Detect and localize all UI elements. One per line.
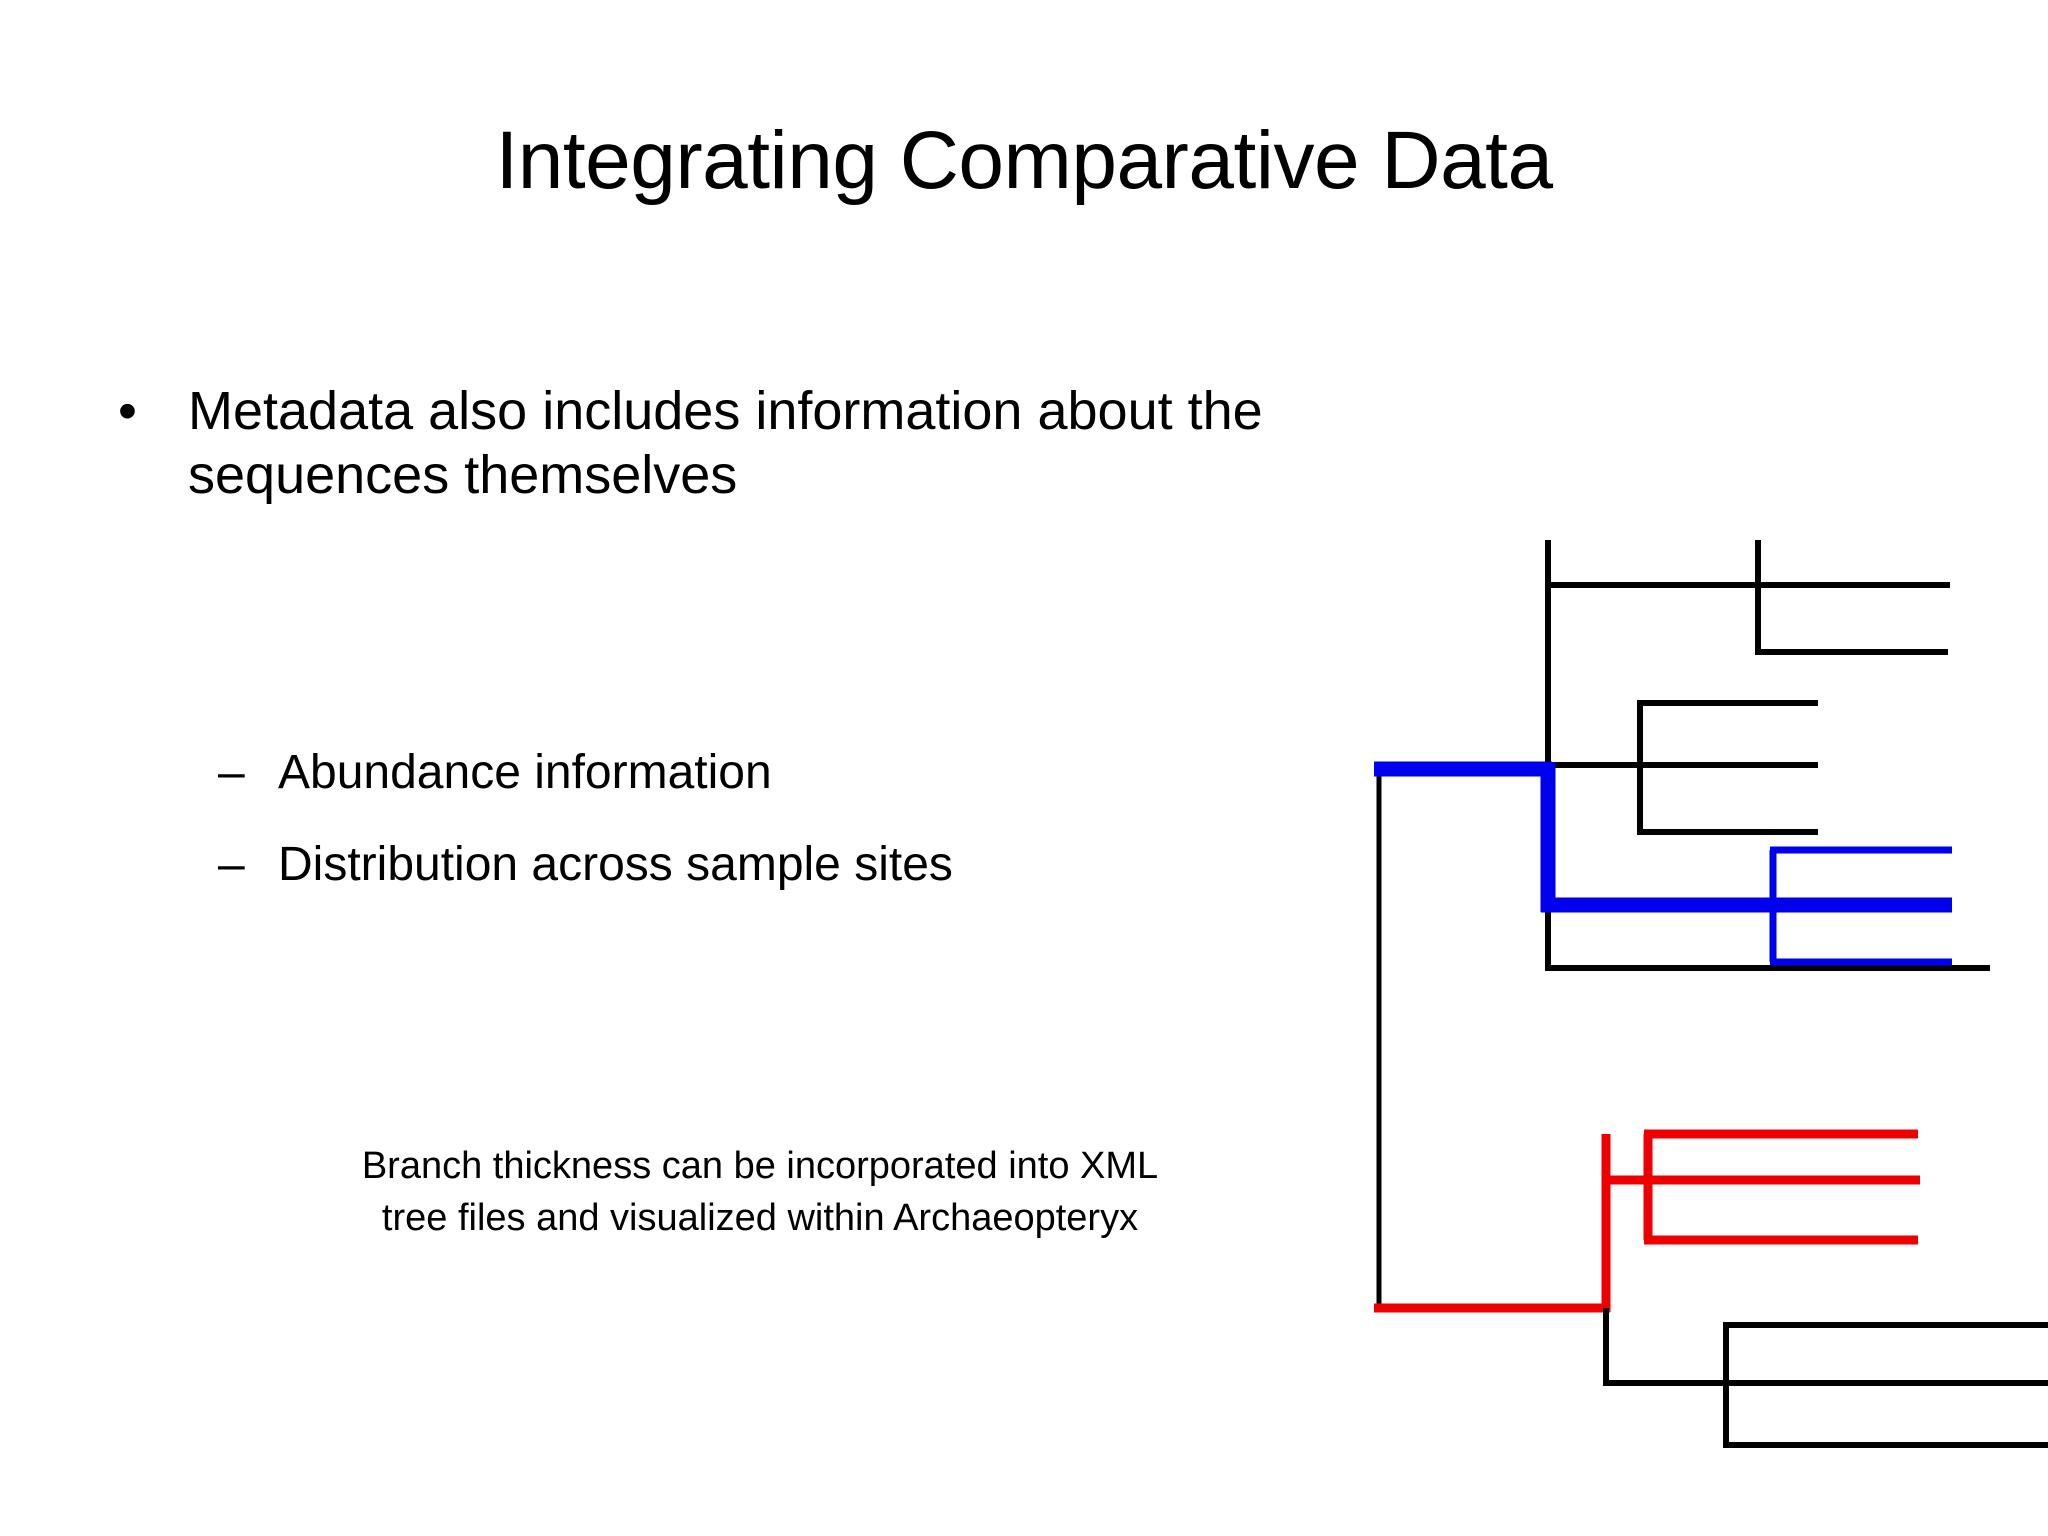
list-item: – Abundance information xyxy=(218,745,1418,801)
phylogenetic-tree-figure xyxy=(1340,540,2048,1536)
list-item: – Distribution across sample sites xyxy=(218,837,1418,893)
figure-caption: Branch thickness can be incorporated int… xyxy=(180,1140,1340,1245)
bullet-list: • Metadata also includes information abo… xyxy=(118,380,1518,507)
bullet-dot-icon: • xyxy=(118,381,137,441)
sub-bullet-text: Distribution across sample sites xyxy=(278,837,953,891)
dash-bullet-icon: – xyxy=(218,746,245,799)
tree-diagram-icon xyxy=(1374,540,2048,1448)
dash-bullet-icon: – xyxy=(218,837,245,891)
sub-bullet-list: – Abundance information – Distribution a… xyxy=(218,745,1418,928)
sub-bullet-text: Abundance information xyxy=(278,746,772,799)
bullet-text: Metadata also includes information about… xyxy=(188,381,1263,505)
caption-line-2: tree files and visualized within Archaeo… xyxy=(381,1197,1139,1240)
page-title: Integrating Comparative Data xyxy=(495,115,1553,206)
list-item: • Metadata also includes information abo… xyxy=(118,380,1518,507)
caption-line-1: Branch thickness can be incorporated int… xyxy=(361,1145,1159,1187)
